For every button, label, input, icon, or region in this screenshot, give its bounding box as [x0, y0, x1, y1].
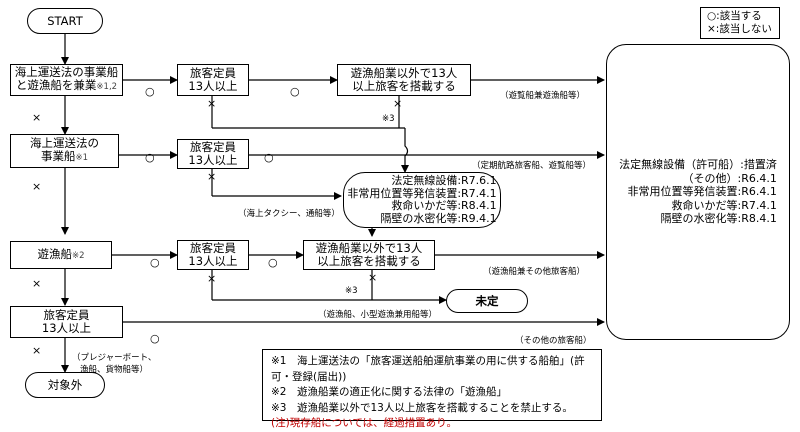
q2-line2: 事業船 — [40, 149, 76, 163]
result-exempt: 対象外 — [25, 372, 105, 398]
q1a-line2: 13人以上 — [188, 79, 238, 93]
yes-mark: ○ — [150, 332, 160, 345]
no-mark: × — [32, 277, 42, 290]
q1a-line1: 旅客定員 — [190, 66, 236, 80]
no-mark: × — [207, 272, 217, 285]
legend-cross: ×:該当しない — [707, 23, 772, 35]
yes-mark: ○ — [145, 151, 155, 164]
q2a-line2: 13人以上 — [188, 153, 238, 167]
q1-note-mark: ※1,2 — [96, 82, 118, 92]
label-pleasure-line1: （プレジャーボート、 — [72, 353, 157, 363]
no-mark: × — [207, 170, 217, 183]
yes-mark: ○ — [145, 85, 155, 98]
q2-note-mark: ※1 — [75, 153, 89, 163]
result-measure-dates: 法定無線設備:R7.6.1 非常用位置等発信装置:R7.4.1 救命いかだ等:R… — [343, 172, 501, 228]
no-mark: × — [32, 111, 42, 124]
footnote-2: ※2 遊漁船業の適正化に関する法律の「遊漁船」 — [271, 386, 507, 398]
footnotes-box: ※1 海上運送法の「旅客運送船舶運航事業の用に供する船舶」(許可・登録(届出))… — [262, 349, 602, 429]
q4-line1: 旅客定員 — [43, 308, 90, 322]
done-line-5: 隔壁の水密化等:R8.4.1 — [660, 212, 777, 226]
q2a-line1: 旅客定員 — [190, 140, 236, 154]
measure-line-3: 救命いかだ等:R8.4.1 — [391, 199, 497, 212]
decision-q3-capacity: 旅客定員 13人以上 — [177, 240, 249, 270]
footnote-1: ※1 海上運送法の「旅客運送船舶運航事業の用に供する船舶」(許可・登録(届出)) — [271, 355, 585, 383]
exempt-label: 対象外 — [47, 377, 83, 392]
label-fishing-other: （遊漁船兼その他旅客船） — [483, 267, 586, 277]
q3-label: 遊漁船 — [37, 246, 72, 261]
legend-circle: ○:該当する — [707, 10, 762, 22]
measure-line-4: 隔壁の水密化等:R9.4.1 — [380, 211, 497, 225]
footnote-3: ※3 遊漁船業以外で13人以上旅客を搭載することを禁止する。 — [271, 401, 573, 414]
label-pleasure-line2: 漁船、貨物船等） — [80, 365, 149, 375]
measure-line-2: 非常用位置等発信装置:R7.4.1 — [347, 186, 497, 200]
no-mark: × — [368, 271, 378, 284]
q4-line2: 13人以上 — [41, 321, 92, 335]
done-line-2: （その他）:R6.4.1 — [682, 171, 777, 185]
decision-q1-capacity: 旅客定員 13人以上 — [177, 64, 249, 96]
decision-q2-capacity: 旅客定員 13人以上 — [177, 139, 249, 169]
yes-mark: ○ — [150, 256, 160, 269]
done-line-4: 救命いかだ等:R7.4.1 — [671, 198, 777, 212]
decision-fishing-vessel: 遊漁船※2 — [10, 241, 112, 269]
label-small-fishing: （遊漁船、小型遊漁兼用船等） — [318, 310, 438, 320]
q3b-line1: 遊漁船業以外で13人 — [315, 241, 423, 255]
note3-mark: ※3 — [382, 114, 395, 124]
q1b-line1: 遊漁船業以外で13人 — [350, 66, 458, 80]
q1b-line2: 以上旅客を搭載する — [352, 79, 456, 93]
q1-line2: と遊漁船を兼業 — [15, 78, 97, 92]
label-regular-route: （定期航路旅客船、遊覧船等） — [472, 161, 592, 171]
q3-note-mark: ※2 — [71, 250, 85, 261]
no-mark: × — [32, 344, 42, 357]
q3a-line1: 旅客定員 — [190, 241, 236, 255]
result-undecided: 未定 — [446, 289, 528, 313]
decision-concurrent-business: 海上運送法の事業船 と遊漁船を兼業※1,2 — [10, 64, 123, 96]
undecided-label: 未定 — [475, 293, 499, 308]
legend-box: ○:該当する ×:該当しない — [700, 7, 780, 39]
decision-capacity-only: 旅客定員 13人以上 — [10, 306, 123, 338]
q1-line1: 海上運送法の事業船 — [14, 65, 119, 79]
q3a-line2: 13人以上 — [188, 254, 238, 268]
done-line-3: 非常用位置等発信装置:R6.4.1 — [627, 185, 777, 199]
no-mark: × — [393, 97, 403, 110]
done-line-1: 法定無線設備（許可船）:措置済 — [619, 158, 777, 172]
caution-note: (注)現存船については、経過措置あり。 — [271, 417, 457, 429]
note3-mark: ※3 — [345, 286, 358, 296]
label-sea-taxi: （海上タクシー、通船等） — [238, 209, 340, 219]
result-already-implemented: 法定無線設備（許可船）:措置済 （その他）:R6.4.1 非常用位置等発信装置:… — [606, 44, 790, 340]
yes-mark: ○ — [290, 85, 300, 98]
yes-mark: ○ — [268, 256, 278, 269]
no-mark: × — [32, 180, 42, 193]
q2-line1: 海上運送法の — [30, 136, 99, 150]
label-concurrent: （遊覧船兼遊漁船等） — [500, 91, 586, 101]
start-node: START — [27, 8, 103, 34]
decision-q3-nonfishing-passengers: 遊漁船業以外で13人 以上旅客を搭載する — [303, 240, 435, 270]
no-mark: × — [207, 97, 217, 110]
decision-q1-nonfishing-passengers: 遊漁船業以外で13人 以上旅客を搭載する — [337, 64, 471, 96]
q3b-line2: 以上旅客を搭載する — [317, 254, 421, 268]
label-other-passenger: （その他の旅客船） — [515, 336, 592, 346]
start-label: START — [47, 13, 83, 28]
yes-mark: ○ — [264, 151, 274, 164]
decision-maritime-business: 海上運送法の 事業船※1 — [10, 134, 119, 168]
measure-line-1: 法定無線設備:R7.6.1 — [391, 174, 497, 187]
